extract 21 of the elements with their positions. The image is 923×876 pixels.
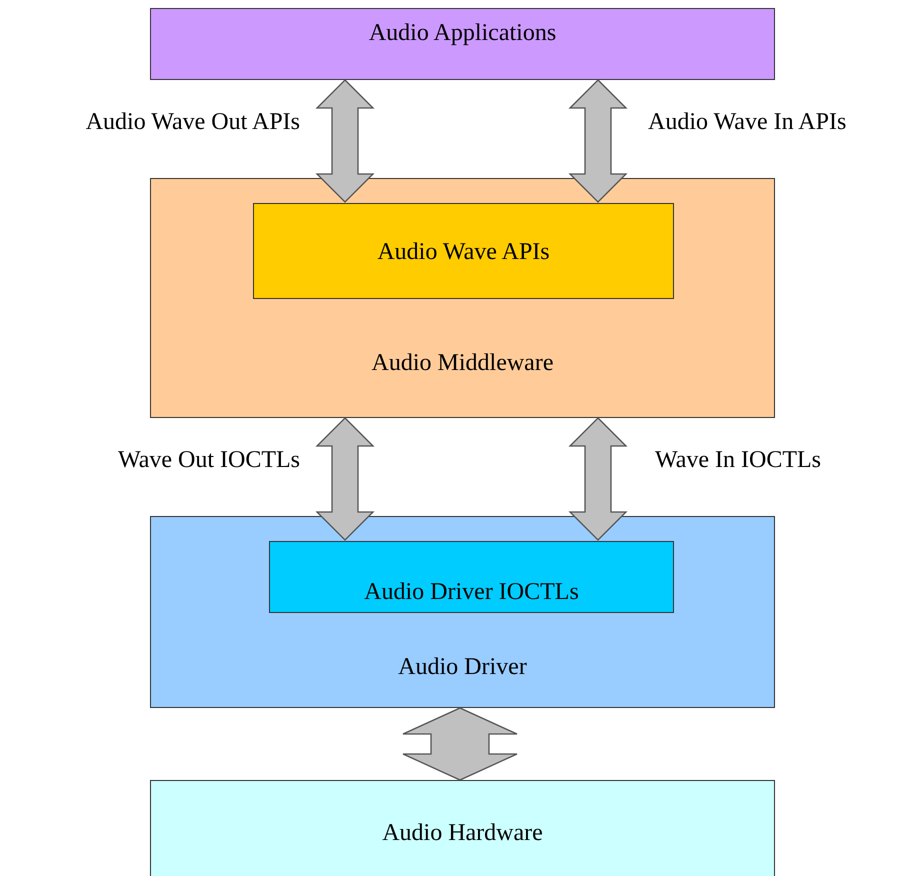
node-label: Audio Hardware <box>381 819 544 847</box>
block-arrow <box>568 79 628 203</box>
module-box <box>253 203 674 299</box>
node-label: Audio Applications <box>368 19 558 47</box>
edge-label: Audio Wave In APIs <box>648 108 846 136</box>
edge-label: Wave In IOCTLs <box>655 446 822 474</box>
layer-box <box>150 780 775 876</box>
node-label: Audio Driver <box>397 653 528 681</box>
layer-box <box>150 178 775 418</box>
layer-box <box>150 8 775 80</box>
layer-box <box>150 516 775 708</box>
block-arrow <box>568 417 628 541</box>
node-label: Audio Wave APIs <box>376 238 551 266</box>
node-label: Audio Driver IOCTLs <box>363 578 580 606</box>
block-arrow <box>402 707 518 781</box>
edge-label: Audio Wave Out APIs <box>86 108 300 136</box>
block-arrow <box>315 79 375 203</box>
node-label: Audio Middleware <box>370 349 554 377</box>
block-arrow <box>315 417 375 541</box>
edge-label: Wave Out IOCTLs <box>118 446 300 474</box>
module-box <box>269 541 674 613</box>
